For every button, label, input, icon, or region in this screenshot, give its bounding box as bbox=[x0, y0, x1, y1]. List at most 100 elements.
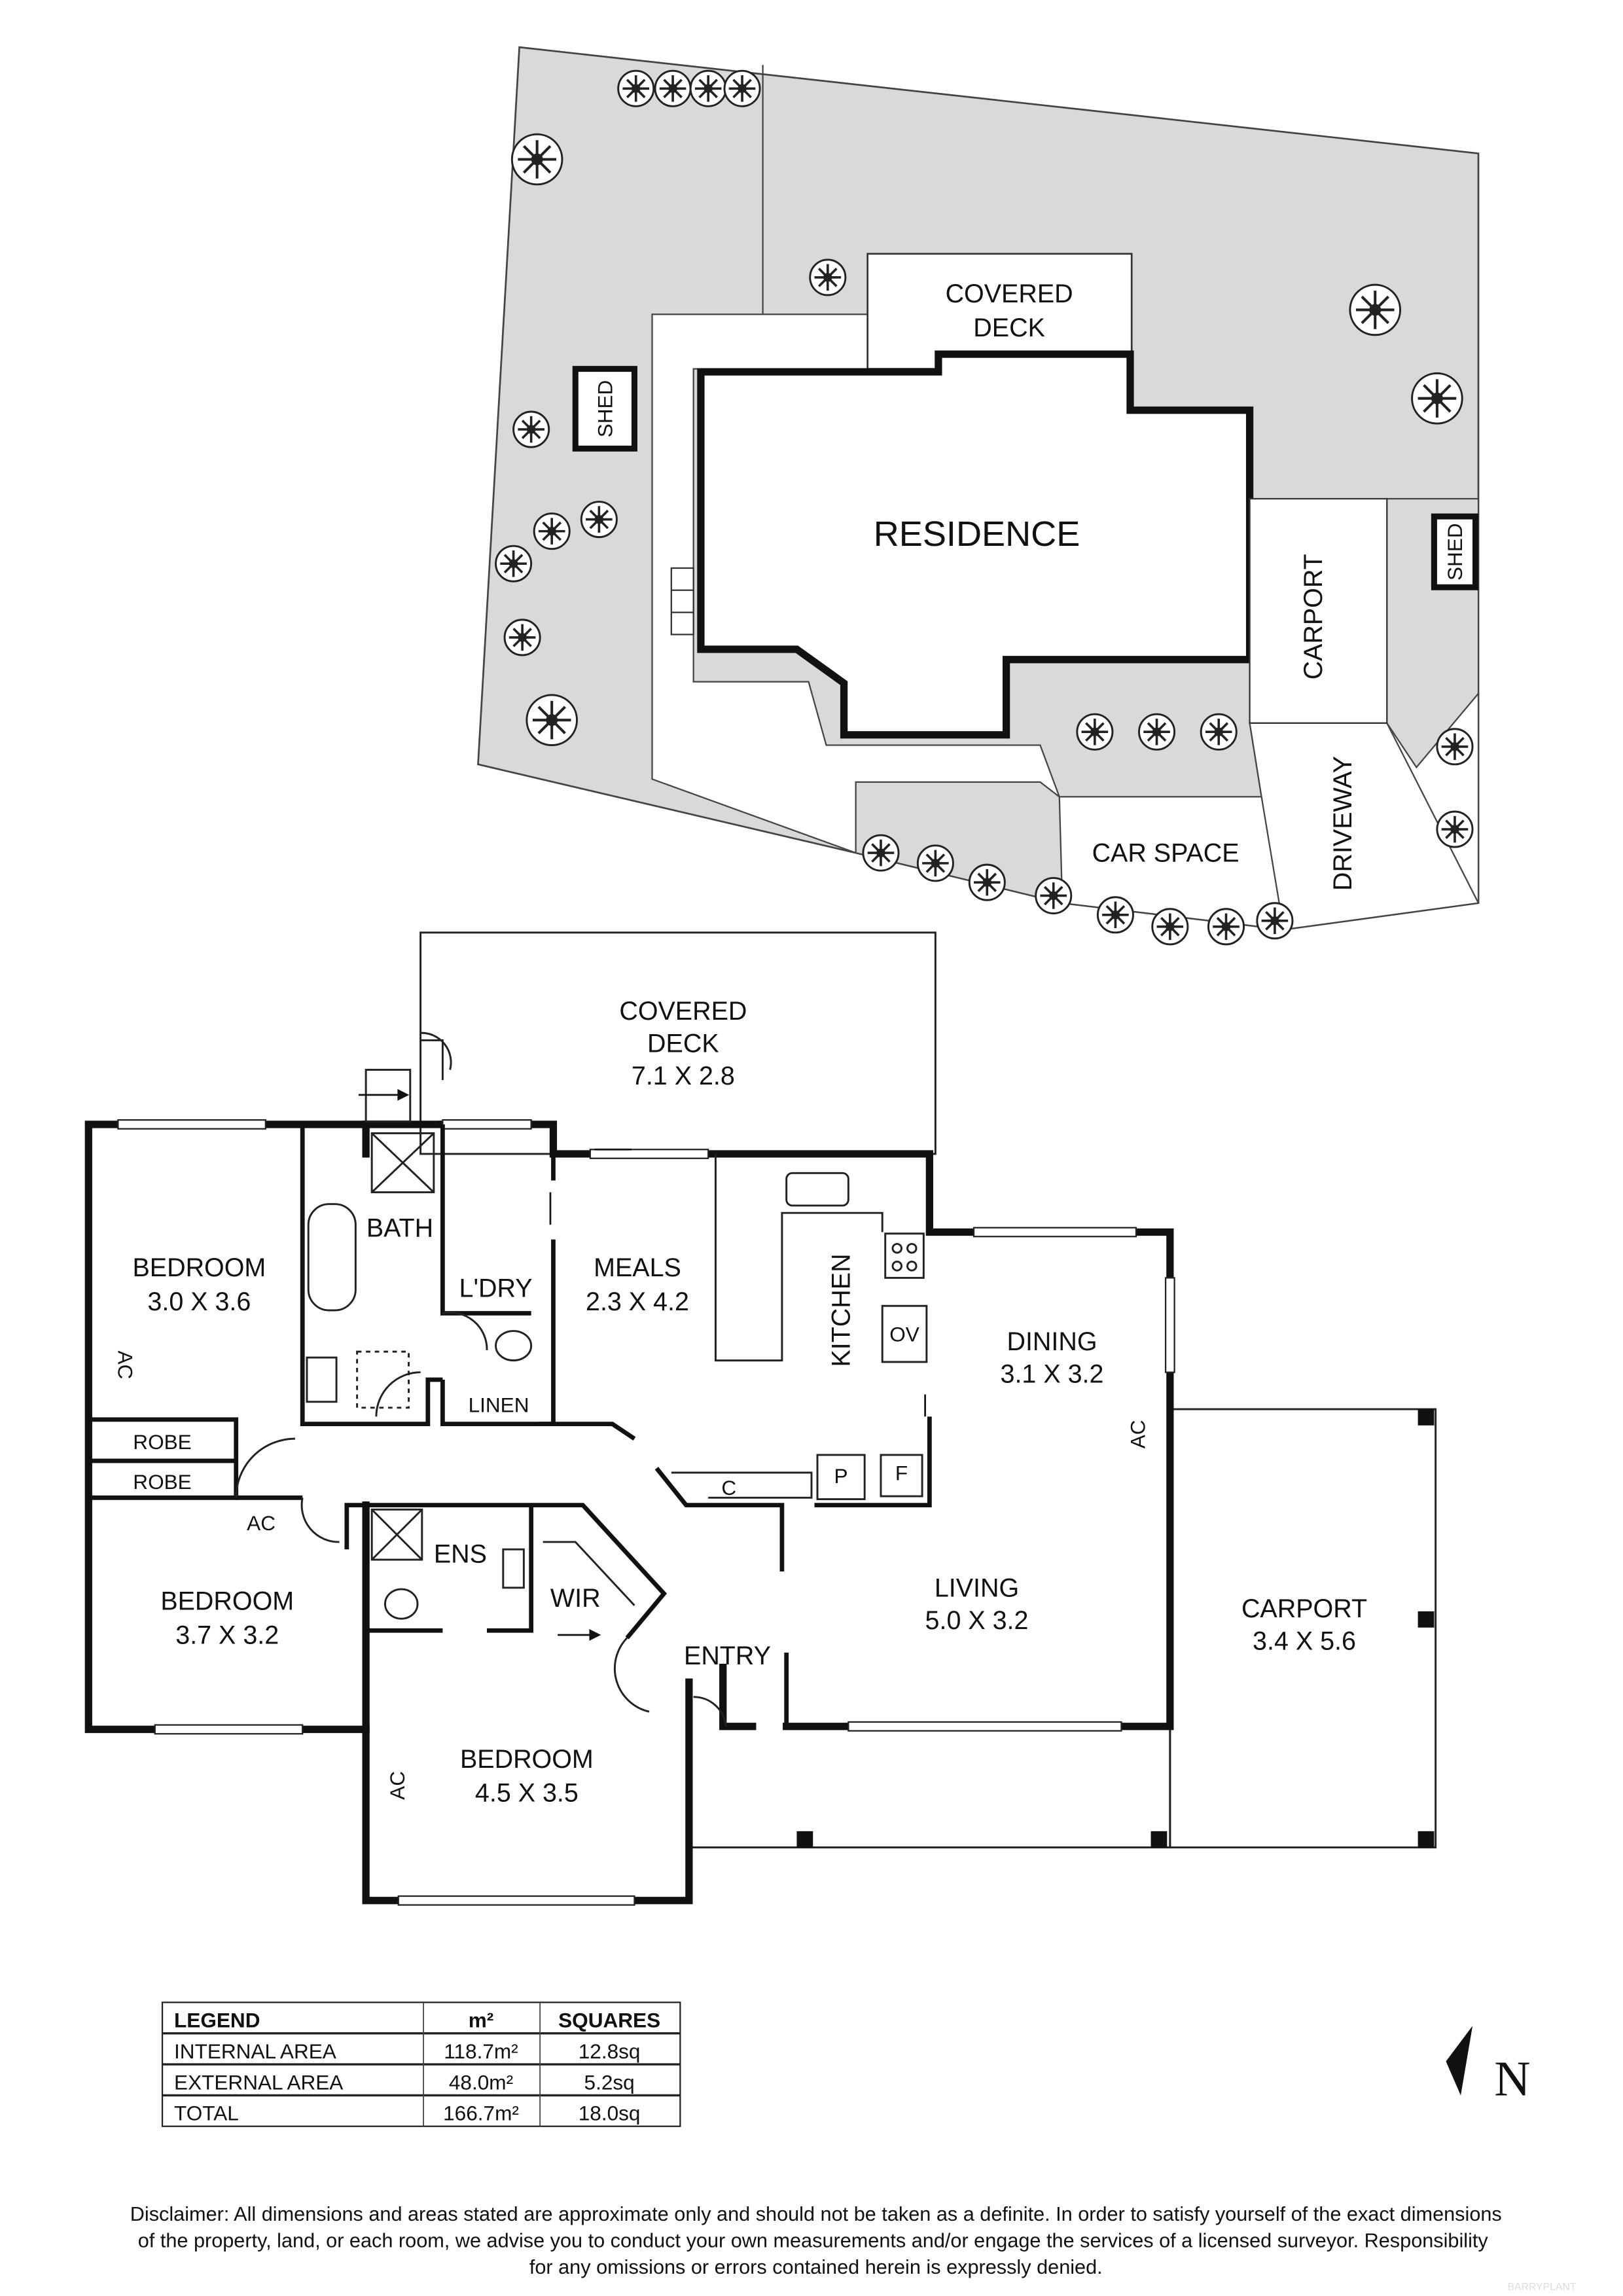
bedroom3-size: 4.5 X 3.5 bbox=[475, 1779, 579, 1808]
tree-icon bbox=[1096, 895, 1135, 934]
dining-label: DINING bbox=[1007, 1327, 1097, 1356]
site-stairs bbox=[670, 567, 694, 636]
legend-cell: 48.0m² bbox=[449, 2070, 513, 2094]
posts bbox=[796, 1409, 1435, 1848]
bedroom2-label: BEDROOM bbox=[160, 1587, 294, 1616]
kitchen-sink bbox=[785, 1172, 849, 1207]
kitchen-label: KITCHEN bbox=[827, 1253, 856, 1367]
carport-site bbox=[1249, 497, 1388, 724]
tree-icon bbox=[1137, 713, 1176, 751]
tree-icon bbox=[689, 69, 728, 108]
shed-left-label: SHED bbox=[594, 380, 617, 438]
disclaimer: Disclaimer: All dimensions and areas sta… bbox=[130, 2203, 1502, 2278]
tree-icon bbox=[1412, 373, 1463, 423]
pantry-label: P bbox=[834, 1464, 848, 1488]
ac-label: AC bbox=[113, 1350, 137, 1379]
covered-deck-label-2: DECK bbox=[647, 1029, 719, 1058]
tree-icon bbox=[580, 500, 618, 539]
meals-label: MEALS bbox=[594, 1253, 681, 1282]
ensuite-toilet bbox=[383, 1588, 419, 1620]
shed-left bbox=[572, 366, 637, 452]
legend-cell: INTERNAL AREA bbox=[174, 2039, 336, 2063]
legend-header: m² bbox=[469, 2009, 494, 2032]
disclaimer-line: of the property, land, or each room, we … bbox=[138, 2230, 1489, 2252]
fridge-label: F bbox=[895, 1461, 908, 1484]
legend-cell: 166.7m² bbox=[443, 2102, 519, 2125]
wir-label: WIR bbox=[550, 1584, 601, 1613]
living-label: LIVING bbox=[935, 1573, 1019, 1602]
front-garden bbox=[855, 781, 1063, 905]
tree-icon bbox=[1436, 810, 1474, 848]
driveway-label: DRIVEWAY bbox=[1329, 756, 1357, 891]
robe2-label: ROBE bbox=[133, 1470, 191, 1494]
cupboard-label: C bbox=[721, 1476, 736, 1499]
north-label: N bbox=[1494, 2051, 1530, 2106]
tree-icon bbox=[512, 410, 550, 448]
shed-right bbox=[1431, 513, 1479, 590]
site-carport-label: CARPORT bbox=[1299, 554, 1328, 679]
disclaimer-line: Disclaimer: All dimensions and areas sta… bbox=[130, 2203, 1502, 2225]
laundry-label: L'DRY bbox=[459, 1274, 533, 1303]
site-plan: COVERED DECK RESIDENCE CARPORT CAR SPACE… bbox=[477, 46, 1480, 946]
floor-plan: COVERED DECK 7.1 X 2.8 BEDROOM 3.0 X 3.6… bbox=[84, 931, 1437, 1906]
bedroom1-size: 3.0 X 3.6 bbox=[147, 1287, 251, 1316]
carport-label: CARPORT bbox=[1241, 1594, 1367, 1623]
fixtures bbox=[235, 1031, 928, 1727]
tree-icon bbox=[1034, 876, 1073, 915]
tree-icon bbox=[862, 834, 900, 872]
bathtub bbox=[307, 1203, 357, 1312]
ensuite-label: ENS bbox=[434, 1540, 487, 1569]
tree-icon bbox=[723, 69, 761, 108]
residence-label: RESIDENCE bbox=[874, 514, 1080, 554]
legend-header: LEGEND bbox=[174, 2009, 260, 2032]
bedroom1-label: BEDROOM bbox=[132, 1253, 266, 1282]
robe1-label: ROBE bbox=[133, 1430, 191, 1454]
residence-outline bbox=[697, 350, 1254, 739]
linen-label: LINEN bbox=[469, 1393, 529, 1417]
watermark-logo: BARRYPLANT bbox=[1508, 2282, 1577, 2293]
tree-icon bbox=[494, 545, 533, 583]
tree-icon bbox=[1350, 285, 1400, 335]
dining-size: 3.1 X 3.2 bbox=[1001, 1359, 1104, 1388]
tree-icon bbox=[1207, 907, 1245, 946]
tree-icon bbox=[527, 695, 577, 745]
tree-icon bbox=[503, 619, 541, 656]
bedroom2-size: 3.7 X 3.2 bbox=[175, 1621, 279, 1650]
legend-cell: 18.0sq bbox=[579, 2102, 641, 2125]
entry-label: ENTRY bbox=[684, 1641, 771, 1670]
disclaimer-line: for any omissions or errors contained he… bbox=[529, 2256, 1103, 2278]
covered-deck-site bbox=[866, 253, 1133, 370]
car-space-label: CAR SPACE bbox=[1092, 839, 1240, 868]
north-arrow: N bbox=[1446, 2026, 1531, 2106]
toilet bbox=[495, 1330, 533, 1362]
tree-icon bbox=[1256, 901, 1294, 940]
tree-icon bbox=[512, 134, 562, 185]
tree-icon bbox=[808, 258, 847, 296]
cooktop bbox=[884, 1232, 925, 1279]
tree-icon bbox=[1200, 713, 1238, 751]
legend-header: SQUARES bbox=[558, 2009, 660, 2032]
covered-deck-size: 7.1 X 2.8 bbox=[632, 1062, 735, 1090]
tree-icon bbox=[1150, 907, 1189, 946]
meals-size: 2.3 X 4.2 bbox=[586, 1287, 689, 1316]
windows bbox=[117, 1119, 1175, 1906]
ensuite-shower bbox=[370, 1508, 423, 1561]
legend-cell: EXTERNAL AREA bbox=[174, 2070, 343, 2094]
oven-label: OV bbox=[889, 1322, 919, 1346]
living-size: 5.0 X 3.2 bbox=[925, 1606, 1029, 1635]
ac-label: AC bbox=[1126, 1420, 1150, 1448]
tree-icon bbox=[916, 844, 955, 882]
shower bbox=[370, 1132, 435, 1194]
tree-icon bbox=[1436, 727, 1474, 766]
legend-cell: 12.8sq bbox=[579, 2039, 641, 2063]
covered-deck-label: COVERED bbox=[619, 997, 747, 1026]
shed-right-label: SHED bbox=[1443, 523, 1467, 581]
tree-icon bbox=[616, 69, 655, 108]
tree-icon bbox=[533, 512, 571, 550]
tree-icon bbox=[654, 69, 692, 108]
legend-cell: 5.2sq bbox=[584, 2070, 635, 2094]
front-porch-outline bbox=[688, 1726, 1171, 1849]
site-covered-deck-label: COVERED bbox=[946, 279, 1073, 308]
vanity bbox=[306, 1356, 338, 1403]
